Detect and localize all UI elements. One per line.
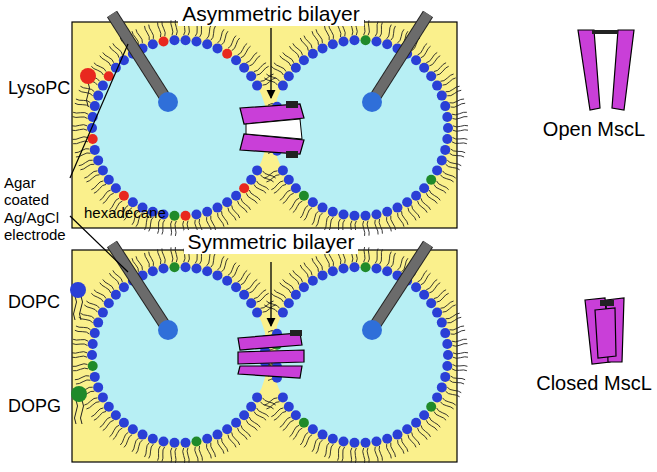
- lipid-icon: [74, 66, 102, 110]
- electrode-label: Agar coated Ag/AgCl electrode: [4, 174, 76, 243]
- open-mscl-channel: [240, 101, 304, 158]
- lipid-legend: DOPC: [8, 280, 92, 324]
- electrode: [362, 244, 428, 340]
- closed-mscl-channel: [238, 330, 304, 378]
- lipid-head-swatch: [80, 68, 96, 84]
- lipid-legend: LysoPC: [8, 66, 102, 110]
- lipid-head-swatch: [70, 282, 86, 298]
- panel-title: Asymmetric bilayer: [178, 2, 363, 26]
- leader-line: [70, 216, 128, 272]
- electrode: [362, 14, 428, 112]
- pointer-arrow: [270, 262, 271, 326]
- leader-line: [70, 44, 128, 178]
- droplet-left: [72, 20, 276, 236]
- lipid-head-swatch: [71, 386, 87, 402]
- lipid-name: LysoPC: [8, 78, 70, 99]
- pointer-arrow: [270, 28, 271, 98]
- electrode: [112, 244, 178, 340]
- lipid-name: DOPC: [8, 292, 60, 313]
- open-mscl-icon: [578, 30, 634, 110]
- state-label: Closed MscL: [536, 372, 652, 395]
- oil-label: hexadecane: [84, 204, 166, 221]
- electrode: [112, 14, 178, 112]
- closed-mscl-icon: [585, 298, 624, 364]
- state-label: Open MscL: [543, 118, 645, 141]
- panel-title: Symmetric bilayer: [184, 230, 359, 254]
- lipid-icon: [64, 280, 92, 324]
- lipid-name: DOPG: [8, 396, 61, 417]
- lipid-legend: DOPG: [8, 384, 93, 428]
- lipid-icon: [65, 384, 93, 428]
